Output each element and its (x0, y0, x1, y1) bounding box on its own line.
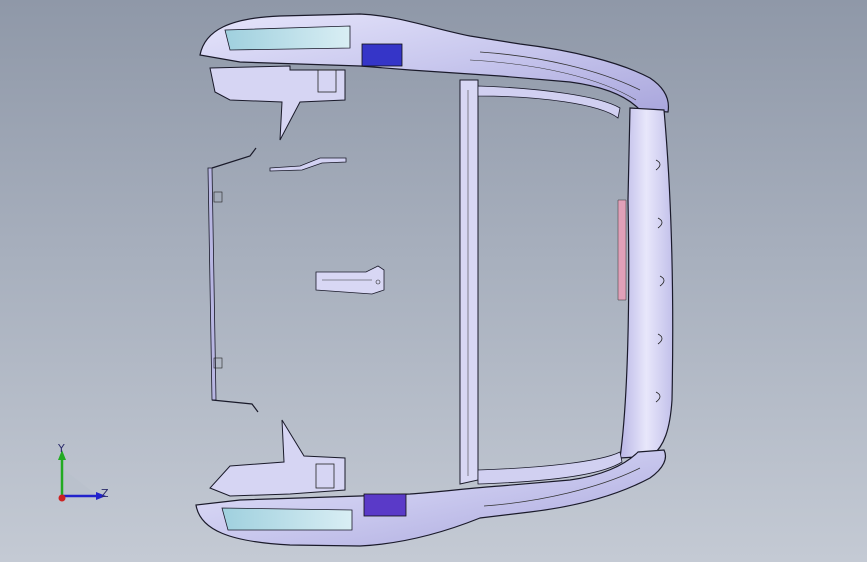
y-axis-arrow (58, 450, 66, 460)
z-axis-arrow (96, 492, 106, 500)
left-strut[interactable] (207, 147, 259, 413)
triad-plane (62, 468, 98, 496)
y-axis-label: Y (58, 442, 65, 455)
bottom-bracket[interactable] (209, 419, 346, 497)
coordinate-triad (58, 450, 106, 502)
top-bracket[interactable] (209, 65, 346, 141)
bottom-rail[interactable] (195, 449, 667, 547)
right-side-panel[interactable] (617, 107, 674, 459)
top-rail[interactable] (199, 13, 670, 113)
x-axis-dot (58, 494, 66, 502)
center-plate[interactable] (315, 265, 385, 295)
wire-piece[interactable] (269, 157, 347, 172)
inner-frame[interactable] (459, 79, 623, 485)
z-axis-label: Z (101, 487, 109, 500)
